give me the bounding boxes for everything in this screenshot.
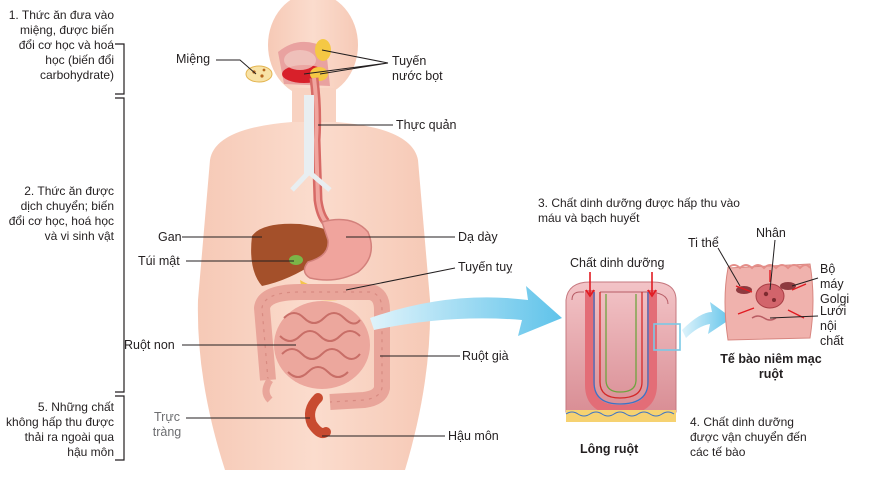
- label-thuc-quan: Thực quản: [396, 118, 457, 132]
- label-tuyen-nuoc-bot: Tuyến nước bọt: [392, 54, 443, 83]
- stage-3-text: 3. Chất dinh dưỡng được hấp thu vào máu …: [538, 196, 740, 225]
- label-gan: Gan: [158, 230, 182, 244]
- villus-illustration: [565, 272, 681, 422]
- mouth-illustration: [245, 39, 331, 86]
- label-hau-mon: Hậu môn: [448, 429, 499, 443]
- label-luoi-noi-chat: Lưới nội chất: [820, 304, 847, 348]
- stage-4-text: 4. Chất dinh dưỡng được vận chuyển đến c…: [690, 415, 807, 459]
- label-truc-trang: Trực tràng: [152, 410, 182, 439]
- stage-2-text: 2. Thức ăn được dịch chuyển; biến đổi cơ…: [8, 184, 114, 243]
- label-ruot-gia: Ruột già: [462, 349, 509, 363]
- label-tuyen-tuy: Tuyến tuỵ: [458, 260, 513, 274]
- stomach-illustration: [303, 218, 373, 281]
- stage-5-text: 5. Những chất không hấp thu được thải ra…: [6, 400, 114, 459]
- label-bo-may-golgi: Bộ máy Golgi: [820, 262, 850, 306]
- flow-arrow-to-cell: [682, 302, 732, 338]
- label-da-day: Dạ dày: [458, 230, 498, 244]
- esophagus-illustration: [290, 77, 332, 225]
- label-tui-mat: Túi mật: [138, 254, 180, 268]
- liver-illustration: [251, 223, 338, 286]
- small-intestine-illustration: [262, 301, 370, 403]
- label-nhan: Nhân: [756, 226, 786, 240]
- stage-1-text: 1. Thức ăn đưa vào miệng, được biến đổi …: [8, 8, 114, 82]
- label-ti-the: Ti thể: [688, 236, 719, 250]
- intestinal-cell-illustration: [724, 263, 814, 341]
- rectum-illustration: [305, 393, 331, 438]
- label-chat-dinh-duong: Chất dinh dưỡng: [570, 256, 665, 270]
- label-mieng: Miệng: [176, 52, 211, 66]
- label-te-bao-niem-mac-ruot: Tế bào niêm mạc ruột: [720, 352, 822, 381]
- gallbladder-illustration: [289, 255, 303, 265]
- large-intestine-illustration: [254, 284, 390, 410]
- stage-brackets: [115, 43, 125, 461]
- label-ruot-non: Ruột non: [124, 338, 175, 352]
- flow-arrow-to-villus: [370, 286, 562, 336]
- leader-lines: [182, 49, 819, 437]
- label-long-ruot: Lông ruột: [580, 442, 639, 456]
